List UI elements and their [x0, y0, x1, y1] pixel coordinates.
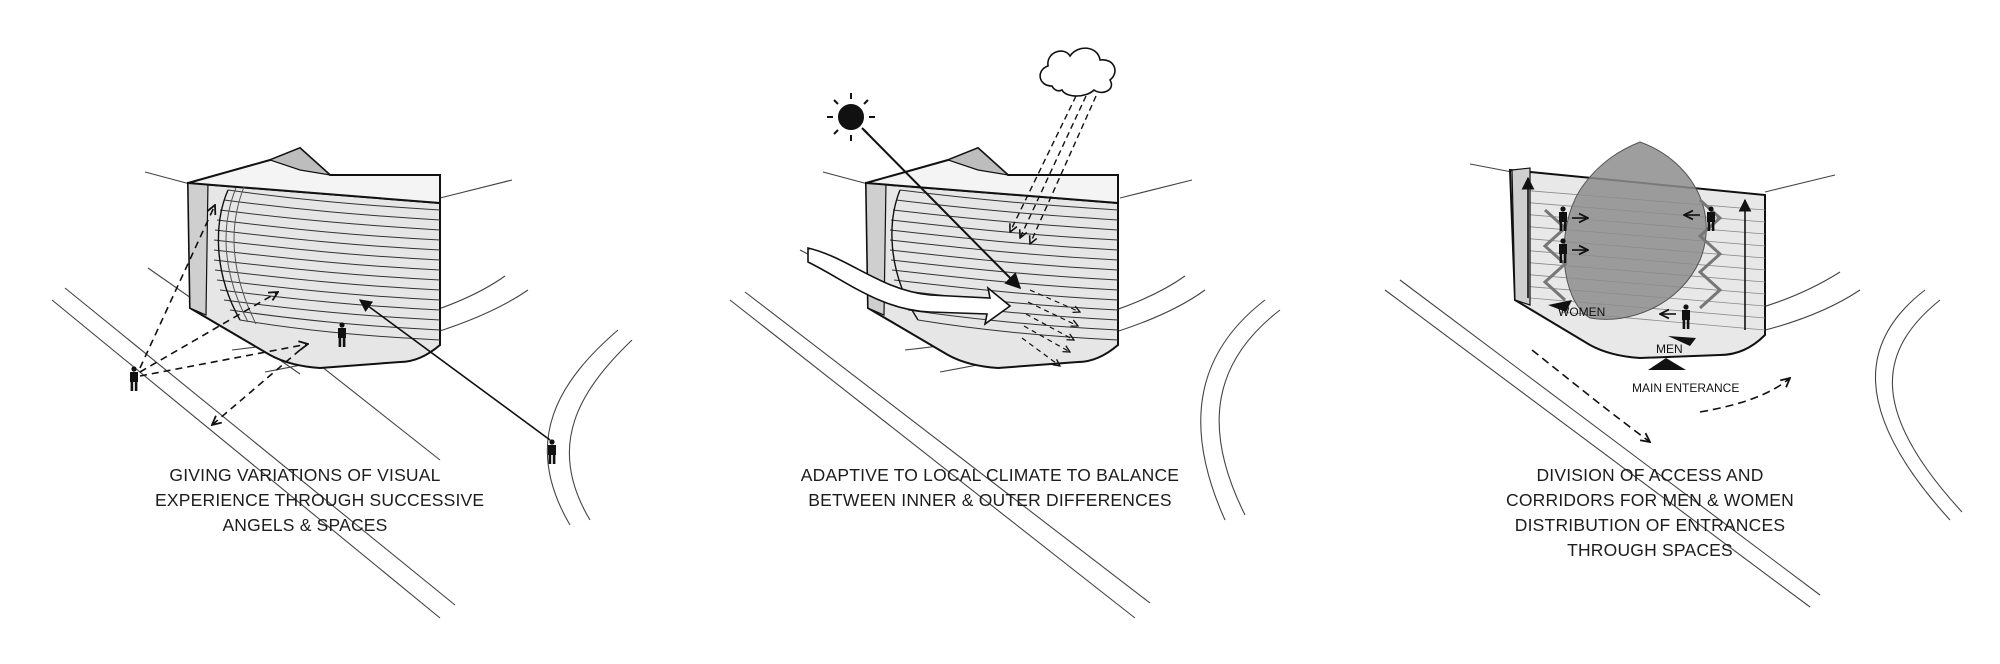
caption-line: CORRIDORS FOR MEN & WOMEN: [1506, 490, 1794, 510]
caption-line: DIVISION OF ACCESS AND: [1536, 465, 1764, 485]
caption-visual-experience: GIVING VARIATIONS OF VISUAL EXPERIENCE T…: [155, 463, 485, 538]
men-entrance-marker: [1668, 336, 1696, 346]
facade-fins: [889, 189, 1119, 341]
panel-visual-experience: [51, 146, 633, 619]
panel-access: WOMEN MEN MAIN ENTERANCE: [1384, 141, 1963, 608]
wind-arrow: [807, 246, 1012, 326]
caption-access: DIVISION OF ACCESS AND CORRIDORS FOR MEN…: [1500, 463, 1800, 563]
facade-fins: [213, 186, 441, 341]
building-massing: [1508, 141, 1766, 360]
access-path: [1531, 349, 1650, 442]
women-label: WOMEN: [1558, 305, 1605, 319]
caption-line: ANGELS & SPACES: [222, 515, 388, 535]
caption-line: EXPERIENCE THROUGH SUCCESSIVE: [155, 490, 485, 510]
caption-line: THROUGH SPACES: [1567, 540, 1733, 560]
panel-climate: [729, 47, 1281, 619]
caption-climate: ADAPTIVE TO LOCAL CLIMATE TO BALANCE BET…: [790, 463, 1190, 513]
building-massing: [186, 146, 441, 370]
cloud-icon: [1039, 47, 1116, 97]
caption-line: GIVING VARIATIONS OF VISUAL: [169, 465, 441, 485]
women-entrance-marker: [1548, 300, 1572, 312]
caption-line: DISTRIBUTION OF ENTRANCES: [1514, 515, 1786, 535]
men-label: MEN: [1656, 342, 1683, 356]
rain-runoff: [1021, 289, 1080, 366]
rain-lines: [1010, 95, 1097, 244]
access-path: [1699, 378, 1790, 413]
courtyard-dome: [1563, 141, 1707, 320]
caption-line: BETWEEN INNER & OUTER DIFFERENCES: [808, 490, 1172, 510]
caption-line: ADAPTIVE TO LOCAL CLIMATE TO BALANCE: [800, 465, 1180, 485]
sight-lines: [139, 205, 551, 441]
sun-ray: [861, 127, 1022, 290]
building-massing: [864, 146, 1119, 370]
person-icon: [548, 439, 556, 464]
main-entrance-marker: [1648, 358, 1686, 370]
main-entrance-label: MAIN ENTERANCE: [1632, 381, 1739, 395]
